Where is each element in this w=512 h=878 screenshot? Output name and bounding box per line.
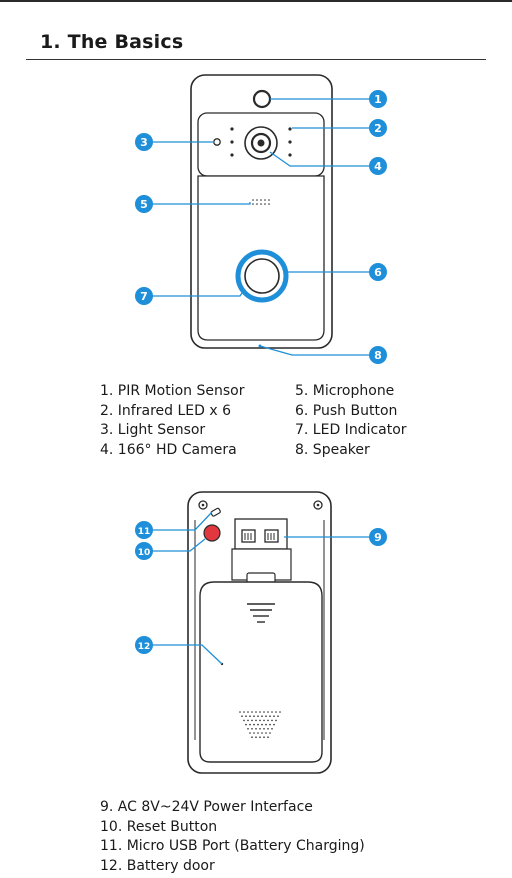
callout-12: 12 [138,642,151,652]
legend-item: 3. Light Sensor [100,422,206,438]
legend-item: 5. Microphone [295,383,395,399]
micro-usb-port [210,507,221,517]
callout-9: 9 [374,531,382,544]
front-legend-right: 5. Microphone 6. Push Button 7. LED Indi… [295,382,407,460]
callout-3: 3 [140,136,148,149]
light-sensor [213,138,221,146]
reset-button [203,524,221,542]
legend-item: 12. Battery door [100,857,215,874]
callout-6: 6 [374,266,382,279]
callout-11: 11 [138,527,151,537]
back-legend: 9. AC 8V~24V Power Interface 10. Reset B… [100,798,365,876]
front-view-diagram: 1 2 3 4 5 6 7 8 [135,74,387,364]
callout-badges: 1 2 3 4 5 6 7 8 [135,90,387,364]
title-underline [26,59,486,60]
legend-item: 6. Push Button [295,402,398,419]
legend-item: 7. LED Indicator [295,422,407,438]
legend-item: 4. 166° HD Camera [100,441,237,458]
legend-item: 11. Micro USB Port (Battery Charging) [100,838,365,854]
battery-door [199,581,323,763]
legend-item: 10. Reset Button [100,818,218,835]
callout-4: 4 [374,160,382,173]
speaker-grille [239,711,281,738]
callout-8: 8 [374,349,382,362]
callout-badges-back: 9 10 11 12 [135,521,387,654]
back-view-diagram: 9 10 11 12 [135,491,387,774]
callout-10: 10 [138,548,151,558]
section-title: 1. The Basics [40,31,184,53]
door-grip-lines [247,603,275,623]
callout-2: 2 [374,122,382,135]
front-legend-left: 1. PIR Motion Sensor 2. Infrared LED x 6… [100,382,244,460]
pir-sensor [252,89,272,109]
legend-item: 2. Infrared LED x 6 [100,402,231,419]
legend-item: 1. PIR Motion Sensor [100,383,245,399]
callout-7: 7 [140,290,148,303]
top-border [0,0,512,2]
legend-item: 8. Speaker [295,441,370,458]
infrared-leds [230,127,292,157]
legend-item: 9. AC 8V~24V Power Interface [100,799,313,815]
microphone-holes [252,199,270,205]
callout-1: 1 [374,93,382,106]
callout-5: 5 [140,198,148,211]
push-button [244,258,280,294]
